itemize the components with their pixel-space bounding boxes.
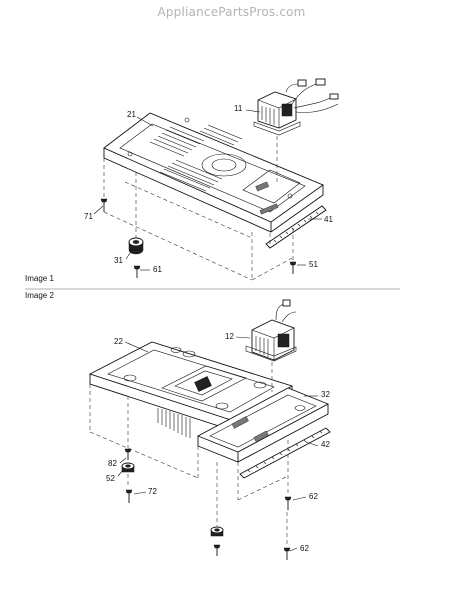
image1-base-plate: [103, 112, 324, 233]
image2-leader-lines: [117, 336, 319, 552]
image2-heater-strip: [239, 427, 331, 479]
callout-21: 21: [127, 110, 136, 119]
callout-31: 31: [114, 256, 123, 265]
image2-feet-and-screws: [121, 448, 292, 560]
callout-52: 52: [106, 474, 115, 483]
callout-62-upper: 62: [309, 492, 318, 501]
image2-dashed-guides: [89, 362, 289, 546]
image1-leader-lines: [93, 109, 322, 271]
callout-82: 82: [108, 459, 117, 468]
watermark-text: AppliancePartsPros.com: [157, 5, 306, 19]
section-label-image-2: Image 2: [25, 291, 54, 300]
callout-62-lower: 62: [300, 544, 309, 553]
callout-22: 22: [114, 337, 123, 346]
image1-dashed-guides: [103, 136, 294, 281]
callout-32: 32: [321, 390, 330, 399]
callout-61: 61: [153, 265, 162, 274]
section-label-image-1: Image 1: [25, 274, 54, 283]
image2-base-plate: [88, 341, 294, 438]
image2-transformer: [245, 299, 297, 362]
callout-72: 72: [148, 487, 157, 496]
image1-heater-strip: [265, 205, 327, 249]
callout-51: 51: [309, 260, 318, 269]
callout-12: 12: [225, 332, 234, 341]
image1-foot-and-screws: [100, 198, 297, 278]
callout-11: 11: [234, 104, 243, 113]
image1-transformer: [253, 78, 339, 136]
callout-42: 42: [321, 440, 330, 449]
callout-41: 41: [324, 215, 333, 224]
callout-71: 71: [84, 212, 93, 221]
